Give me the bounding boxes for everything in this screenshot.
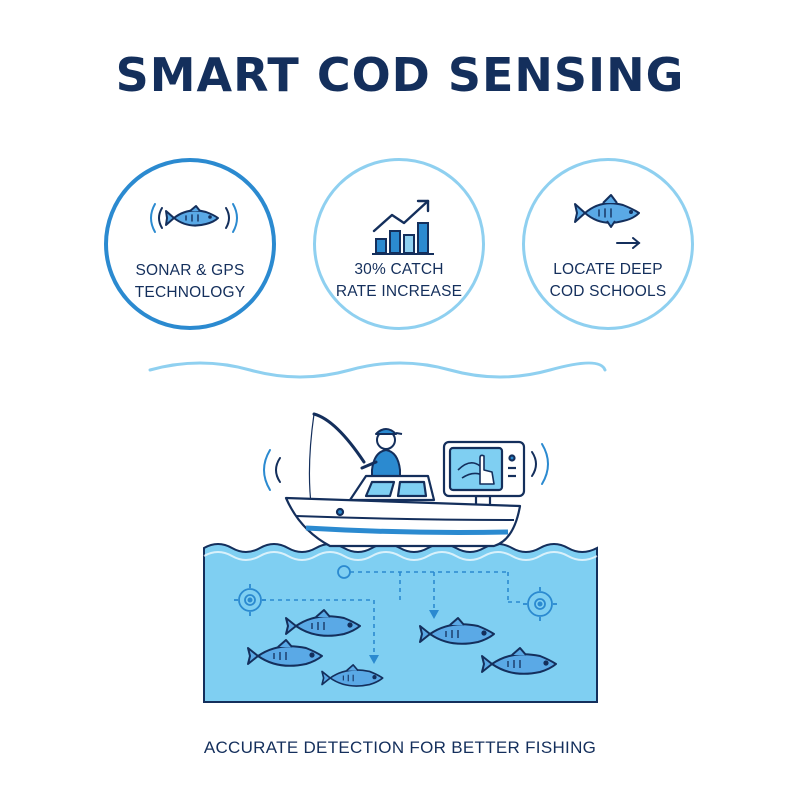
arrow-down-icon [369, 610, 439, 664]
wave-divider [148, 361, 607, 379]
feature-label-line2: COD SCHOOLS [549, 283, 667, 300]
feature-label-line2: RATE INCREASE [335, 283, 463, 300]
cod-fish-icon [247, 639, 323, 667]
fish-arrow-icon [574, 194, 641, 249]
cod-fish-icon [285, 609, 361, 637]
feature-label: SONAR & GPS TECHNOLOGY [108, 260, 272, 304]
feature-circle-sonar: SONAR & GPS TECHNOLOGY [104, 158, 276, 330]
fishing-rod [312, 412, 366, 464]
cod-fish-icon [481, 647, 557, 675]
feature-label-line2: TECHNOLOGY [134, 284, 246, 301]
bar-growth-icon [372, 199, 434, 255]
feature-label: 30% CATCH RATE INCREASE [316, 259, 482, 303]
cod-fish-icon [419, 617, 495, 645]
feature-label-line1: 30% CATCH [354, 261, 444, 278]
feature-label: LOCATE DEEP COD SCHOOLS [525, 259, 691, 303]
cod-fish-group [247, 609, 557, 687]
feature-label-line1: SONAR & GPS [135, 262, 245, 279]
water-body [203, 543, 598, 703]
feature-circle-deep-schools: LOCATE DEEP COD SCHOOLS [522, 158, 694, 330]
target-marker-icon [234, 565, 557, 621]
fishing-boat [284, 474, 522, 548]
feature-label-line1: LOCATE DEEP [553, 261, 663, 278]
sonar-target-paths [262, 571, 524, 656]
cod-fish-icon [321, 664, 384, 687]
sonar-display [442, 440, 526, 498]
tagline: ACCURATE DETECTION FOR BETTER FISHING [203, 738, 597, 757]
signal-waves-icon [263, 443, 549, 491]
page-title: SMART COD SENSING [115, 48, 685, 102]
fish-sonar-icon [150, 203, 238, 233]
feature-circle-catch-rate: 30% CATCH RATE INCREASE [313, 158, 485, 330]
